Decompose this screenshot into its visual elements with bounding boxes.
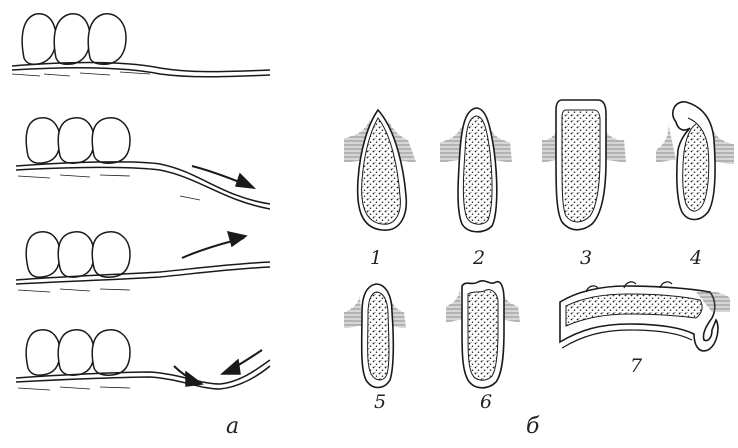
panel-a xyxy=(12,14,270,390)
mucosa-line xyxy=(12,68,270,77)
label-5: 5 xyxy=(374,391,386,413)
ridge-section-7 xyxy=(560,282,730,351)
label-7: 7 xyxy=(630,355,643,377)
arrow-up-right xyxy=(182,232,246,258)
label-3: 3 xyxy=(580,247,592,269)
panel-b-caption: б xyxy=(526,414,539,439)
teeth-group xyxy=(26,232,130,277)
label-6: 6 xyxy=(480,391,492,413)
teeth-group xyxy=(26,330,130,375)
ridge-section-3 xyxy=(542,100,626,230)
panel-a-row-3 xyxy=(16,232,270,292)
mucosa-line xyxy=(16,167,270,209)
label-1: 1 xyxy=(370,247,382,269)
teeth-group xyxy=(26,118,130,163)
teeth-group xyxy=(22,14,126,65)
ridge-section-1 xyxy=(344,110,416,230)
panel-a-row-1 xyxy=(12,14,270,77)
ridge-section-4 xyxy=(656,102,734,220)
ridge-section-2 xyxy=(440,108,512,232)
panel-a-caption: а xyxy=(226,414,239,439)
ridge-section-6 xyxy=(446,281,520,388)
label-2: 2 xyxy=(472,247,485,269)
ridge-section-5 xyxy=(344,284,406,388)
panel-a-row-2 xyxy=(16,118,270,209)
label-4: 4 xyxy=(689,247,702,269)
panel-b: 1 2 3 4 5 6 7 xyxy=(344,100,734,413)
panel-a-row-4 xyxy=(16,330,270,390)
section-labels: 1 2 3 4 5 6 7 xyxy=(370,247,702,413)
